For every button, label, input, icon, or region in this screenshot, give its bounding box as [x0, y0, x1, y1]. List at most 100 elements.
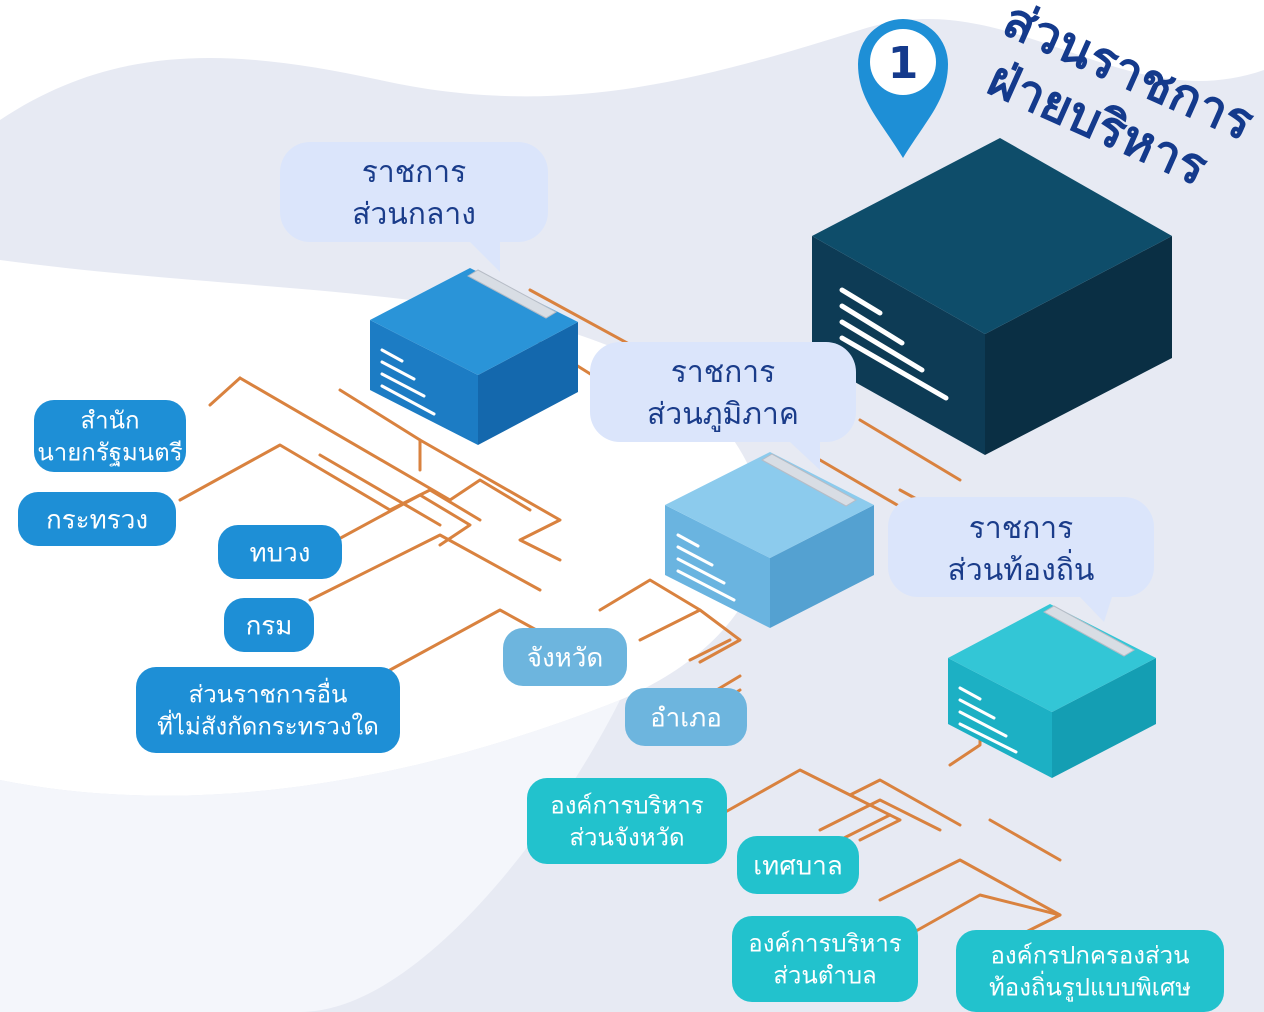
bubble-regional-line2: ส่วนภูมิภาค [647, 397, 799, 432]
regional-box-text-line [676, 569, 736, 602]
local-label-box [737, 836, 859, 894]
central-label-box [34, 400, 186, 472]
executive-box [812, 138, 1172, 455]
central-label: ทบวง [218, 525, 342, 579]
regional-label-box [503, 628, 627, 686]
central-label: กระทรวง [18, 492, 176, 546]
executive-box-text-line [839, 335, 949, 401]
connector-line [298, 493, 472, 562]
central-box-side [478, 322, 578, 445]
bubble-local-line2: ส่วนท้องถิ่น [948, 549, 1095, 588]
regional-label-text: อำเภอ [650, 703, 722, 733]
local-box-text-line [958, 710, 1008, 738]
executive-box-text-line [839, 303, 905, 346]
connector-line [688, 638, 732, 662]
local-label-text: เทศบาล [753, 851, 843, 881]
central-label-box [224, 598, 314, 652]
local-label-box [732, 916, 918, 1002]
connector-line [988, 818, 1062, 862]
local-label-text: ท้องถิ่นรูปแบบพิเศษ [989, 971, 1191, 1003]
central-box-front [370, 320, 478, 445]
regional-box-text-line [676, 557, 726, 585]
regional-box-slot [760, 453, 858, 507]
regional-box-front [665, 505, 770, 628]
regional-label: จังหวัด [503, 628, 627, 686]
central-box-text-line [380, 348, 404, 363]
connector-line [338, 388, 422, 472]
bubble-layer: ราชการส่วนกลางราชการส่วนภูมิภาคราชการส่ว… [280, 142, 1154, 622]
background-lower [0, 700, 620, 1012]
central-box-text-line [380, 360, 416, 381]
central-box-text-line [380, 372, 426, 398]
regional-box-side [770, 505, 874, 628]
local-label-box [527, 778, 727, 864]
connector-line [638, 608, 742, 664]
central-label: ส่วนราชการอื่นที่ไม่สังกัดกระทรวงใด [136, 667, 400, 753]
bubble-central-line1: ราชการ [362, 155, 466, 190]
regional-box-text-line [676, 545, 714, 567]
regional-label-box [625, 688, 747, 746]
connector-line [528, 288, 642, 352]
local-box-front [948, 658, 1052, 778]
label-layer: สำนักนายกรัฐมนตรีกระทรวงทบวงกรมส่วนราชกา… [18, 400, 1224, 1012]
connector-line [418, 438, 562, 562]
local-label-text: องค์การบริหาร [550, 792, 704, 820]
central-label-text: สำนัก [80, 407, 139, 435]
local-box-text-line [958, 698, 996, 720]
local-box-text-line [958, 686, 982, 701]
executive-box-text-line [839, 319, 925, 373]
connector-line [178, 443, 482, 522]
central-label-box [218, 525, 342, 579]
local-label: เทศบาล [737, 836, 859, 894]
local-label-text: ส่วนตำบล [773, 962, 877, 990]
local-label: องค์กรปกครองส่วนท้องถิ่นรูปแบบพิเศษ [956, 930, 1224, 1012]
background-top [0, 0, 1264, 120]
central-label-box [18, 492, 176, 546]
bubble-local-tail [1080, 597, 1112, 622]
connector-line [898, 893, 1062, 942]
local-box-slot [1042, 605, 1136, 657]
bubble-local-line1: ราชการ [969, 511, 1073, 546]
pin-inner [870, 29, 936, 95]
regional-label: อำเภอ [625, 688, 747, 746]
bubble-central-tail [470, 242, 500, 272]
connector-line [878, 858, 1062, 937]
local-label-text: ส่วนจังหวัด [569, 824, 684, 852]
central-label-box [136, 667, 400, 753]
bubble-regional-line1: ราชการ [671, 355, 775, 390]
central-box-top [370, 268, 578, 375]
central-label-text: ทบวง [250, 538, 311, 568]
central-label: กรม [224, 598, 314, 652]
central-label-text: กระทรวง [46, 505, 148, 535]
central-label-text: ส่วนราชการอื่น [189, 678, 348, 709]
local-box-top [948, 604, 1156, 712]
executive-box-front [812, 236, 985, 455]
connector-line [818, 798, 942, 832]
regional-box [665, 452, 874, 628]
central-label-text: นายกรัฐมนตรี [37, 439, 182, 467]
connector-line [388, 608, 542, 672]
location-pin-icon: 1 [858, 19, 948, 158]
local-box-text-line [958, 722, 1018, 754]
local-label-text: องค์กรปกครองส่วน [991, 942, 1190, 970]
box-layer [370, 138, 1172, 778]
connector-line [858, 418, 962, 482]
central-label-text: กรม [246, 611, 293, 641]
bubble-central-shape [280, 142, 548, 242]
pin-number: 1 [888, 38, 919, 89]
connector-line [208, 376, 242, 407]
local-label-text: องค์การบริหาร [748, 930, 902, 958]
regional-label-text: จังหวัด [527, 643, 604, 673]
connector-line [238, 376, 532, 512]
local-label-box [956, 930, 1224, 1012]
central-label-text: ที่ไม่สังกัดกระทรวงใด [157, 710, 379, 741]
executive-box-text-line [839, 287, 883, 316]
executive-box-side [985, 236, 1172, 455]
local-box-side [1052, 658, 1156, 778]
bubble-local-shape [888, 497, 1154, 597]
